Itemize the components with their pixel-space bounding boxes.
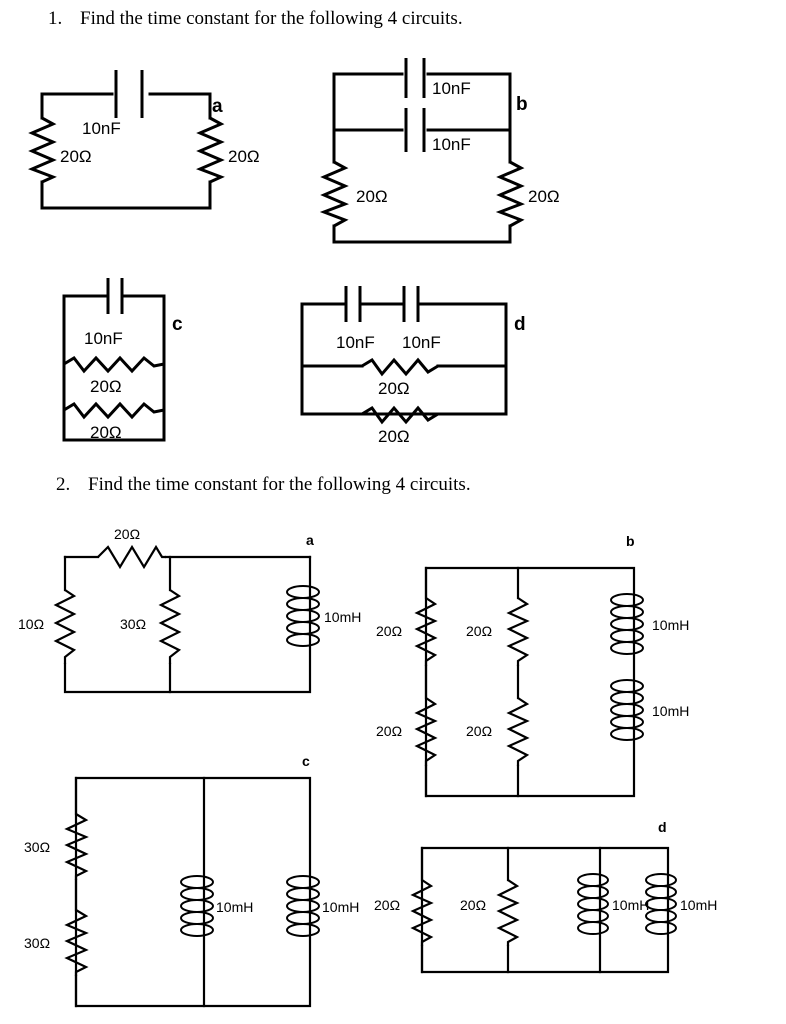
question-1-heading: 1. Find the time constant for the followi…	[48, 8, 463, 30]
question-2-heading: 2. Find the time constant for the followi…	[56, 474, 471, 496]
label-res-left-1b: 20Ω	[356, 187, 388, 206]
label-res-lower-1c: 20Ω	[90, 423, 122, 442]
circuit-diagram-1c: 10nF 20Ω 20Ω c	[54, 278, 234, 448]
label-ind-right-2c: 10mH	[322, 899, 359, 915]
label-cap-top-1c: 10nF	[84, 329, 123, 348]
inductor-coil-mid-2c	[180, 875, 214, 937]
label-res-mid-upper-2b: 20Ω	[466, 623, 492, 639]
label-res-left-2d: 20Ω	[374, 897, 400, 913]
label-cap-top-1b: 10nF	[432, 79, 471, 98]
circuit-diagram-2c: 30Ω 30Ω 10mH 10mH c	[8, 753, 359, 1020]
inductor-coil-right-2d	[645, 873, 677, 935]
label-res-left-2a: 10Ω	[18, 616, 44, 632]
question-2-text: Find the time constant for the following…	[88, 474, 471, 495]
label-tag-2d: d	[658, 819, 667, 835]
circuit-diagram-1d: 10nF 10nF 20Ω 20Ω d	[292, 282, 532, 447]
label-ind-right-2d: 10mH	[680, 897, 717, 913]
inductor-coil-2a	[286, 585, 320, 647]
circuit-diagram-2a: 20Ω 10Ω 30Ω 10mH a	[10, 524, 361, 704]
label-cap-left-1d: 10nF	[336, 333, 375, 352]
label-res-lower-2c: 30Ω	[24, 935, 50, 951]
inductor-coil-lower-2b	[610, 679, 644, 741]
label-tag-1a: a	[212, 96, 223, 117]
label-ind-lower-2b: 10mH	[652, 703, 689, 719]
label-cap-right-1d: 10nF	[402, 333, 441, 352]
label-res-lower-1d: 20Ω	[378, 427, 410, 446]
label-res-upper-1c: 20Ω	[90, 377, 122, 396]
circuit-diagram-1b: 10nF 10nF 20Ω 20Ω b	[319, 58, 576, 250]
label-ind-mid-2d: 10mH	[612, 897, 649, 913]
label-ind-mid-2c: 10mH	[216, 899, 253, 915]
question-2-number: 2.	[56, 474, 71, 495]
label-tag-2c: c	[302, 753, 310, 769]
question-1-text: Find the time constant for the following…	[80, 8, 463, 29]
label-tag-2b: b	[626, 533, 635, 549]
label-res-mid-2d: 20Ω	[460, 897, 486, 913]
inductor-coil-upper-2b	[610, 593, 644, 655]
label-res-right-1b: 20Ω	[528, 187, 560, 206]
circuit-diagram-2d: 20Ω 20Ω 10mH 10mH d	[368, 818, 717, 1008]
label-tag-1d: d	[514, 314, 526, 335]
label-res-mid-2a: 30Ω	[120, 616, 146, 632]
label-ind-right-2a: 10mH	[324, 609, 361, 625]
label-tag-2a: a	[306, 532, 314, 548]
label-res-mid-lower-2b: 20Ω	[466, 723, 492, 739]
label-res-upper-1d: 20Ω	[378, 379, 410, 398]
label-cap-top-1a: 10nF	[82, 119, 121, 138]
label-tag-1c: c	[172, 314, 183, 335]
label-res-left-1a: 20Ω	[60, 147, 92, 166]
circuit-diagram-1a: 10nF 20Ω 20Ω a	[24, 62, 264, 232]
label-res-upper-2c: 30Ω	[24, 839, 50, 855]
label-res-right-1a: 20Ω	[228, 147, 260, 166]
question-1-number: 1.	[48, 8, 63, 29]
circuit-diagram-2b: 20Ω 20Ω 20Ω 20Ω 10mH 10mH b	[368, 528, 698, 808]
label-res-left-upper-2b: 20Ω	[376, 623, 402, 639]
label-cap-mid-1b: 10nF	[432, 135, 471, 154]
label-tag-1b: b	[516, 94, 528, 115]
inductor-coil-mid-2d	[577, 873, 609, 935]
inductor-coil-right-2c	[286, 875, 320, 937]
label-ind-upper-2b: 10mH	[652, 617, 689, 633]
label-res-left-lower-2b: 20Ω	[376, 723, 402, 739]
label-res-top-2a: 20Ω	[114, 526, 140, 542]
